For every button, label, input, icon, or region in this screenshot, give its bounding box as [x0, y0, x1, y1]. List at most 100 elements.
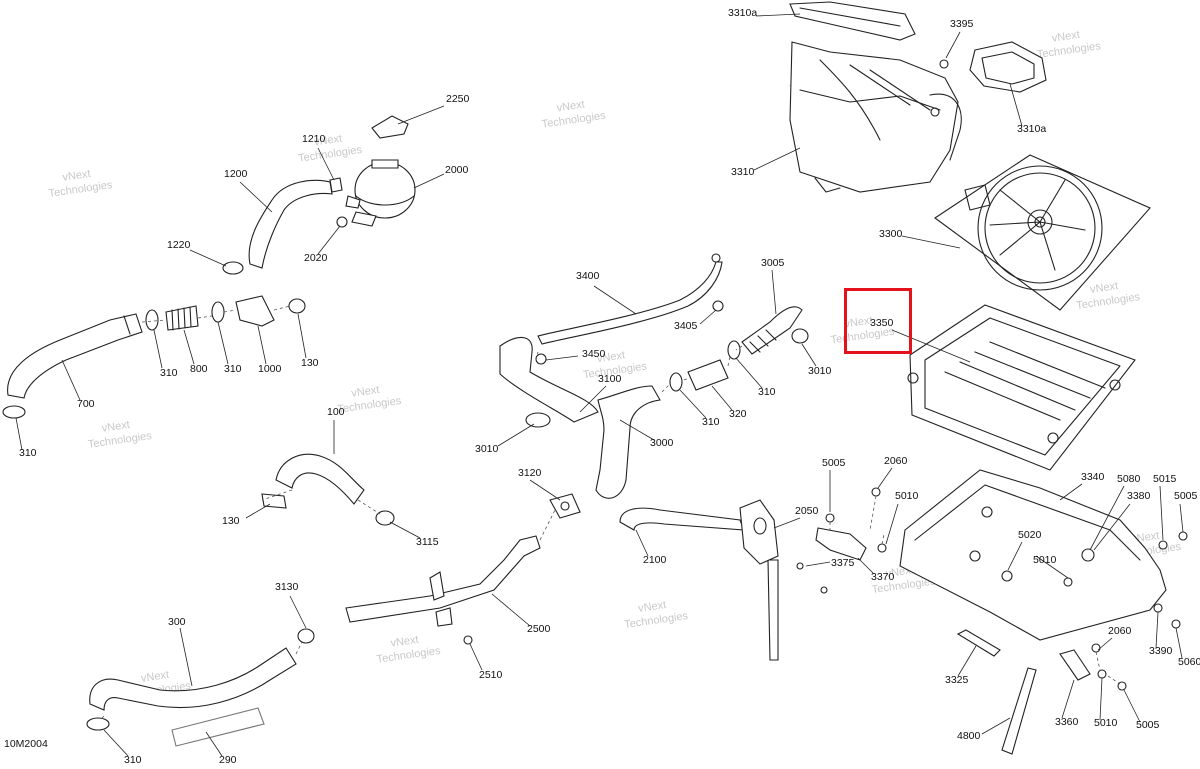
- part-3400-hose[interactable]: [537, 253, 723, 345]
- part-310-clamp-f[interactable]: [86, 717, 110, 731]
- part-310-clamp-a[interactable]: [145, 309, 159, 331]
- callout-c1220[interactable]: 1220: [167, 239, 191, 251]
- part-5010-nut-c[interactable]: [1097, 669, 1107, 679]
- part-3395-clip[interactable]: [939, 59, 949, 69]
- callout-c1000[interactable]: 1000: [258, 363, 282, 375]
- callout-c310_c[interactable]: 310: [758, 386, 776, 398]
- callout-c3100[interactable]: 3100: [598, 373, 622, 385]
- callout-c3310[interactable]: 3310: [731, 166, 755, 178]
- callout-c3405[interactable]: 3405: [674, 320, 698, 332]
- part-3100-pipe[interactable]: [499, 336, 599, 423]
- callout-c100[interactable]: 100: [327, 406, 345, 418]
- part-310-clamp-b[interactable]: [211, 301, 225, 323]
- part-2250-cap[interactable]: [371, 115, 409, 139]
- part-3370-bracket[interactable]: [815, 527, 867, 561]
- callout-c5020[interactable]: 5020: [1018, 529, 1042, 541]
- part-2050-housing[interactable]: [739, 499, 779, 565]
- part-2500-pipe[interactable]: [345, 535, 541, 627]
- callout-c5005_b[interactable]: 5005: [1174, 490, 1198, 502]
- callout-c3340[interactable]: 3340: [1081, 471, 1105, 483]
- callout-c310_f[interactable]: 310: [124, 754, 142, 766]
- part-3310a-duct[interactable]: [969, 41, 1047, 93]
- callout-c290[interactable]: 290: [219, 754, 237, 766]
- part-3340-bracket[interactable]: [899, 469, 1167, 641]
- part-3405-fitting[interactable]: [712, 300, 724, 312]
- callout-c5015[interactable]: 5015: [1153, 473, 1177, 485]
- callout-c3010_b[interactable]: 3010: [475, 443, 499, 455]
- callout-c2510[interactable]: 2510: [479, 669, 503, 681]
- part-3115-clamp[interactable]: [375, 510, 395, 526]
- callout-c3005[interactable]: 3005: [761, 257, 785, 269]
- callout-c3115[interactable]: 3115: [416, 536, 439, 548]
- part-3325-strip[interactable]: [956, 629, 1001, 657]
- part-1220-clamp[interactable]: [222, 261, 244, 275]
- callout-c3370[interactable]: 3370: [871, 571, 895, 583]
- callout-c5010_a[interactable]: 5010: [895, 490, 919, 502]
- callout-c2100[interactable]: 2100: [643, 554, 667, 566]
- part-2020-fitting[interactable]: [336, 216, 348, 228]
- part-3300-fan[interactable]: [934, 154, 1151, 311]
- callout-c2050[interactable]: 2050: [795, 505, 819, 517]
- callout-c3450[interactable]: 3450: [582, 348, 606, 360]
- callout-c5080[interactable]: 5080: [1117, 473, 1141, 485]
- callout-c4800[interactable]: 4800: [957, 730, 981, 742]
- callout-c3375[interactable]: 3375: [831, 557, 855, 569]
- part-100-hose[interactable]: [275, 453, 365, 505]
- callout-c2020[interactable]: 2020: [304, 252, 328, 264]
- part-3010-clamp-b[interactable]: [525, 412, 551, 428]
- callout-c2060_a[interactable]: 2060: [884, 455, 908, 467]
- callout-c3325[interactable]: 3325: [945, 674, 969, 686]
- part-2510-bolt[interactable]: [463, 635, 473, 645]
- callout-c1210[interactable]: 1210: [302, 133, 326, 145]
- callout-c5010_c[interactable]: 5010: [1094, 717, 1118, 729]
- part-3375-bolt[interactable]: [820, 586, 828, 594]
- callout-c3010_a[interactable]: 3010: [808, 365, 832, 377]
- part-290-sleeve[interactable]: [171, 707, 265, 747]
- part-2100-hose[interactable]: [619, 507, 779, 661]
- callout-c130_b[interactable]: 130: [222, 515, 240, 527]
- callout-c320[interactable]: 320: [729, 408, 747, 420]
- part-3130-clamp[interactable]: [297, 628, 315, 644]
- callout-c2250[interactable]: 2250: [446, 93, 470, 105]
- part-5010-nut-a[interactable]: [877, 543, 887, 553]
- part-3450-fitting[interactable]: [535, 353, 547, 365]
- part-310-clamp-d[interactable]: [669, 372, 683, 392]
- part-800-hose[interactable]: [165, 305, 199, 331]
- callout-c3350[interactable]: 3350: [870, 317, 894, 329]
- part-130-clamp-a[interactable]: [288, 298, 306, 314]
- part-3310a-top[interactable]: [789, 1, 916, 41]
- callout-c310_b[interactable]: 310: [224, 363, 242, 375]
- part-700-hose[interactable]: [7, 313, 143, 399]
- callout-c310_d[interactable]: 310: [702, 416, 720, 428]
- callout-c3395[interactable]: 3395: [950, 18, 974, 30]
- callout-c5005_c[interactable]: 5005: [1136, 719, 1160, 731]
- callout-c130_a[interactable]: 130: [301, 357, 319, 369]
- callout-c2000[interactable]: 2000: [445, 164, 469, 176]
- callout-c2060_b[interactable]: 2060: [1108, 625, 1132, 637]
- part-2060-bolt-a[interactable]: [871, 487, 881, 497]
- callout-c3000[interactable]: 3000: [650, 437, 674, 449]
- part-4800-strip[interactable]: [1001, 667, 1037, 755]
- callout-c5060[interactable]: 5060: [1178, 656, 1200, 668]
- callout-c3300[interactable]: 3300: [879, 228, 903, 240]
- callout-c3310a_right[interactable]: 3310a: [1017, 123, 1046, 135]
- part-2060-bolt-b[interactable]: [1091, 643, 1101, 653]
- callout-c800[interactable]: 800: [190, 363, 208, 375]
- callout-c3360[interactable]: 3360: [1055, 716, 1079, 728]
- callout-c3120[interactable]: 3120: [518, 467, 542, 479]
- part-3310-housing[interactable]: [789, 41, 962, 193]
- part-300-hose[interactable]: [89, 647, 297, 711]
- part-3350-radiator[interactable]: [907, 304, 1136, 471]
- callout-c3390[interactable]: 3390: [1149, 645, 1173, 657]
- callout-c5010_b[interactable]: 5010: [1033, 554, 1057, 566]
- callout-c2500[interactable]: 2500: [527, 623, 551, 635]
- part-3005-hose[interactable]: [741, 306, 803, 355]
- callout-c1200[interactable]: 1200: [224, 168, 248, 180]
- callout-c3400[interactable]: 3400: [576, 270, 600, 282]
- part-3010-clamp-a[interactable]: [791, 328, 809, 344]
- part-1000-elbow[interactable]: [235, 295, 275, 327]
- callout-c3380[interactable]: 3380: [1127, 490, 1151, 502]
- callout-c700[interactable]: 700: [77, 398, 95, 410]
- part-2000-reservoir[interactable]: [345, 159, 416, 227]
- part-3000-pipe[interactable]: [595, 385, 661, 499]
